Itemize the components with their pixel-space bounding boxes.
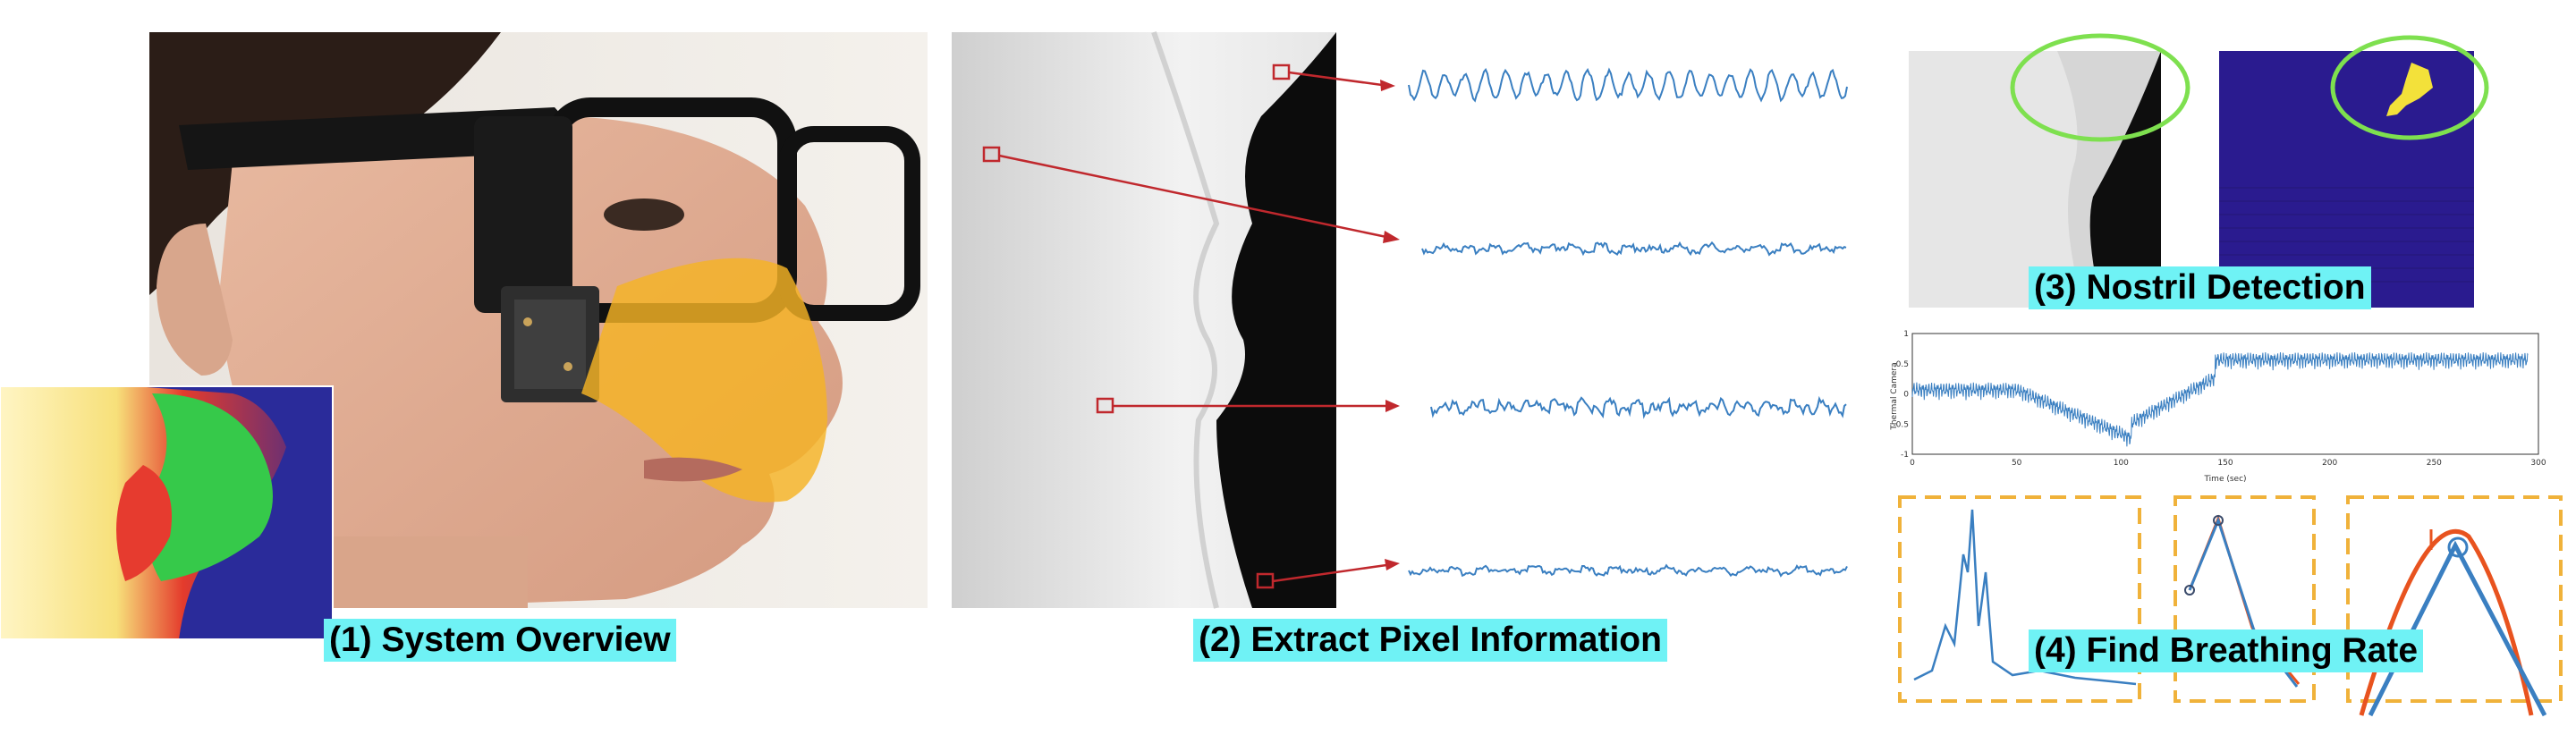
x-tick-label: 300	[2530, 459, 2546, 468]
x-axis-ticks: 0 50 100 150 200 250 300	[1910, 459, 2546, 468]
label-nostril-detection: (3) Nostril Detection	[2029, 266, 2371, 309]
thermal-series-line	[1911, 351, 2529, 447]
y-tick-label: 1	[1903, 330, 1909, 339]
thermal-time-series-chart: 1 0.5 0 -0.5 -1 0 50 100 150 200 250 300 Time (sec…	[1890, 330, 2546, 484]
label-breathing-rate: (4) Find Breathing Rate	[2029, 629, 2424, 672]
pixel-trace-3	[1430, 395, 1847, 419]
x-tick-label: 250	[2427, 459, 2442, 468]
x-tick-label: 200	[2322, 459, 2337, 468]
x-tick-label: 0	[1910, 459, 1915, 468]
y-tick-label: -1	[1901, 451, 1909, 460]
chart-plot-area	[1911, 333, 2539, 455]
y-tick-label: -0.5	[1893, 420, 1909, 429]
y-axis-label: Thermal Camera	[1890, 362, 1899, 430]
pixel-trace-2	[1421, 241, 1847, 257]
x-axis-label: Time (sec)	[2203, 475, 2246, 484]
y-tick-label: 0	[1903, 391, 1909, 400]
x-tick-label: 150	[2217, 459, 2233, 468]
x-tick-label: 100	[2114, 459, 2129, 468]
label-system-overview: (1) System Overview	[324, 619, 676, 662]
y-tick-label: 0.5	[1896, 360, 1909, 369]
y-axis-ticks: 1 0.5 0 -0.5 -1	[1893, 330, 1909, 460]
label-extract-pixel: (2) Extract Pixel Information	[1193, 619, 1667, 662]
pixel-trace-1	[1408, 67, 1848, 103]
x-tick-label: 50	[2012, 459, 2022, 468]
pixel-trace-4	[1408, 563, 1848, 578]
